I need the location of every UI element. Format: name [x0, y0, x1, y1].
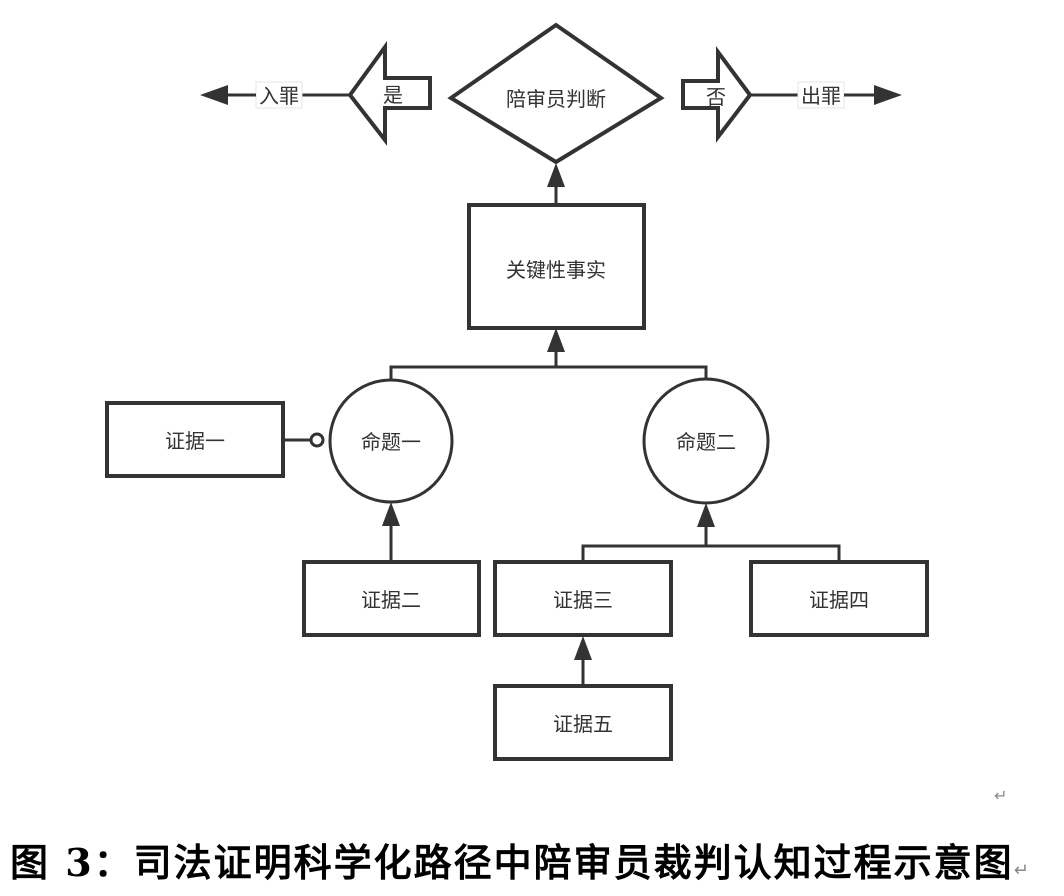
yes-outcome-label-bg	[255, 81, 303, 109]
decision-diamond-shape	[447, 22, 665, 165]
figure-caption: 图 3：司法证明科学化路径中陪审员裁判认知过程示意图↵	[10, 832, 1050, 887]
evidence-3-label: 证据三	[553, 588, 613, 612]
yes-branch: 是 入罪	[200, 40, 432, 146]
proposition-2-label: 命题二	[676, 430, 736, 454]
evidence-5-label: 证据五	[553, 712, 613, 736]
evidence-4-node: 证据四	[749, 560, 929, 637]
arrowhead-icon	[697, 503, 715, 527]
caption-text: 图 3：司法证明科学化路径中陪审员裁判认知过程示意图	[10, 840, 1014, 885]
bracket-line	[389, 365, 708, 386]
evidence-5-box	[493, 684, 673, 761]
key-fact-box	[467, 203, 646, 330]
yes-outcome-arrowhead-icon	[200, 85, 228, 105]
proposition-2-node: 命题二	[642, 377, 770, 505]
edge-evidence2-to-proposition1	[382, 502, 400, 562]
yes-outcome-label: 入罪	[259, 84, 299, 108]
arrowhead-icon	[382, 502, 400, 526]
edge-keyfact-to-decision	[547, 163, 565, 205]
decision-label: 陪审员判断	[506, 87, 606, 111]
proposition-1-node: 命题一	[328, 378, 454, 504]
arrowhead-icon	[547, 328, 565, 352]
arrowhead-icon	[574, 636, 592, 660]
no-label: 否	[706, 85, 726, 109]
no-outcome-label-bg	[797, 81, 845, 109]
jury-cognition-diagram: 陪审员判断 是 入罪 否 出罪 关键性事实 命题一	[105, 22, 929, 761]
evidence-2-box	[302, 560, 481, 637]
no-outcome-arrowhead-icon	[874, 85, 902, 105]
key-fact-label: 关键性事实	[506, 258, 606, 282]
edge-evidence3-4-to-proposition2	[581, 503, 841, 562]
edge-propositions-to-keyfact	[389, 328, 708, 386]
key-fact-node: 关键性事实	[467, 203, 646, 330]
arrowhead-icon	[547, 163, 565, 187]
yes-label: 是	[383, 83, 403, 107]
no-branch: 否 出罪	[681, 45, 902, 143]
evidence-5-node: 证据五	[493, 684, 673, 761]
evidence-1-node: 证据一	[105, 401, 285, 478]
evidence-1-box	[105, 401, 285, 478]
proposition-1-label: 命题一	[361, 430, 421, 454]
evidence-1-label: 证据一	[165, 429, 225, 453]
yes-block-arrow-icon	[347, 40, 432, 146]
caption-paragraph-mark: ↵	[1013, 860, 1031, 881]
evidence-3-box	[493, 560, 673, 637]
bracket-line	[581, 544, 841, 562]
paragraph-mark: ↵	[994, 786, 1008, 805]
edge-evidence1-to-proposition1	[283, 432, 325, 448]
evidence-2-node: 证据二	[302, 560, 481, 637]
open-circle-end-icon	[309, 432, 325, 448]
decision-node: 陪审员判断	[447, 22, 665, 165]
evidence-2-label: 证据二	[361, 588, 421, 612]
evidence-4-label: 证据四	[809, 588, 869, 612]
edge-evidence5-to-evidence3	[574, 636, 592, 686]
no-block-arrow-icon	[681, 45, 753, 143]
evidence-3-node: 证据三	[493, 560, 673, 637]
no-outcome-label: 出罪	[801, 84, 841, 108]
evidence-4-box	[749, 560, 929, 637]
